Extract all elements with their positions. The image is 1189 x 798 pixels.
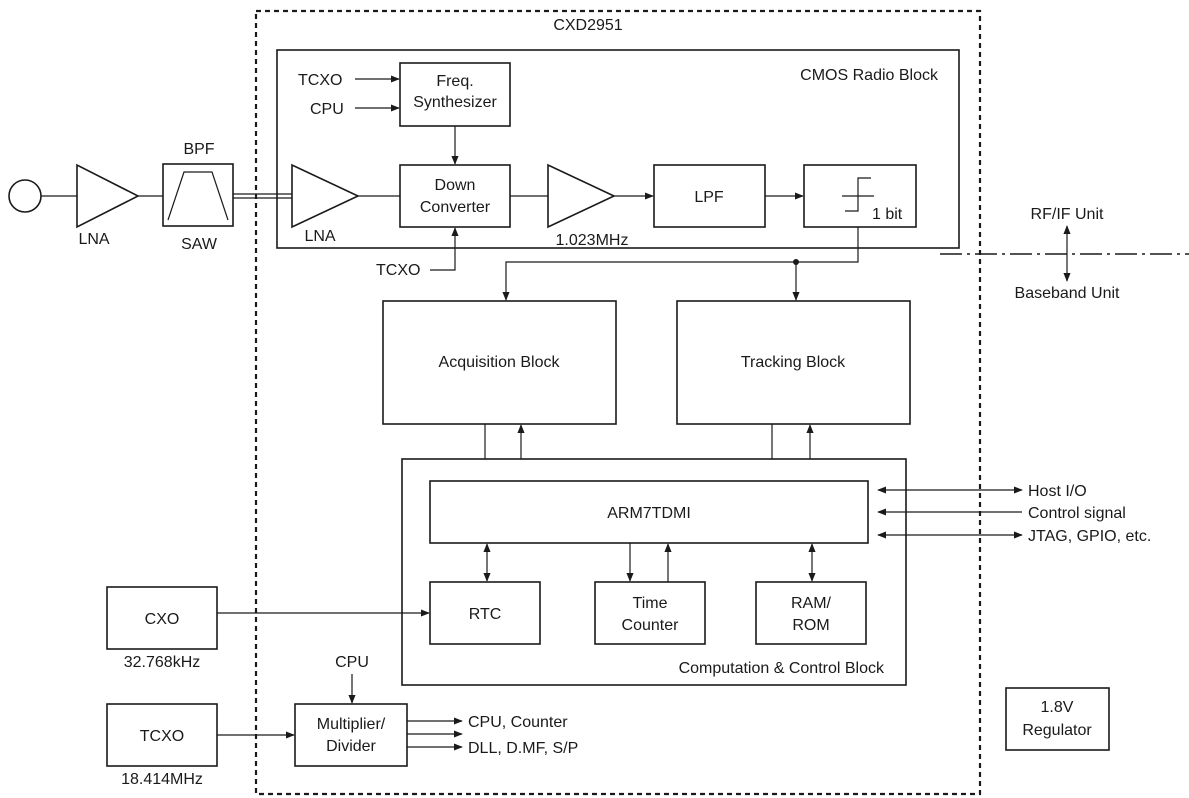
arm-label: ARM7TDMI bbox=[607, 505, 691, 522]
bandpass-icon bbox=[167, 171, 229, 221]
host-io-label: Host I/O bbox=[1028, 483, 1087, 500]
rf-if-unit-label: RF/IF Unit bbox=[1031, 206, 1104, 223]
down-line2: Converter bbox=[420, 199, 491, 216]
multiplier-divider bbox=[294, 703, 408, 767]
cpu-clock-label: CPU bbox=[335, 654, 369, 671]
comparator-icon bbox=[842, 177, 874, 212]
lna-internal-label: LNA bbox=[304, 228, 335, 245]
arrow-adc-acquisition bbox=[502, 227, 859, 301]
time-line2: Counter bbox=[622, 617, 680, 634]
arm-core bbox=[429, 480, 869, 544]
lna-external bbox=[76, 163, 140, 229]
tracking-block bbox=[676, 300, 911, 425]
cpu-input-label: CPU bbox=[310, 101, 344, 118]
saw-label: SAW bbox=[181, 236, 218, 253]
antenna-icon bbox=[8, 179, 42, 213]
mult-line2: Divider bbox=[326, 738, 376, 755]
ram-rom-block bbox=[755, 581, 867, 645]
rtc-label: RTC bbox=[469, 606, 502, 623]
if-amplifier bbox=[547, 163, 616, 229]
tcxo-input-label: TCXO bbox=[298, 72, 342, 89]
jtag-label: JTAG, GPIO, etc. bbox=[1028, 528, 1151, 545]
lna-external-label: LNA bbox=[78, 231, 109, 248]
adc-label: 1 bit bbox=[872, 206, 903, 223]
cmos-radio-title: CMOS Radio Block bbox=[800, 67, 939, 84]
mult-line1: Multiplier/ bbox=[317, 716, 386, 733]
if-freq-label: 1.023MHz bbox=[556, 232, 629, 249]
junction-dot bbox=[793, 259, 799, 265]
cxo-freq-label: 32.768kHz bbox=[124, 654, 201, 671]
tcxo-label: TCXO bbox=[140, 728, 184, 745]
ram-line1: RAM/ bbox=[791, 595, 832, 612]
down-converter bbox=[399, 164, 511, 228]
out-cpu-label: CPU, Counter bbox=[468, 714, 568, 731]
rtc-block bbox=[429, 581, 541, 645]
bpf-label: BPF bbox=[183, 141, 214, 158]
regulator-block bbox=[1005, 687, 1110, 751]
tcxo-block bbox=[106, 703, 218, 767]
out-dll-label: DLL, D.MF, S/P bbox=[468, 740, 578, 757]
time-counter-block bbox=[594, 581, 706, 645]
time-line1: Time bbox=[633, 595, 668, 612]
tcxo-freq-label: 18.414MHz bbox=[121, 771, 203, 788]
lpf-label: LPF bbox=[694, 189, 724, 206]
tracking-label: Tracking Block bbox=[741, 354, 846, 371]
freq-synthesizer bbox=[399, 62, 511, 127]
synth-line1: Freq. bbox=[436, 73, 473, 90]
acquisition-label: Acquisition Block bbox=[439, 354, 561, 371]
baseband-unit-label: Baseband Unit bbox=[1015, 285, 1121, 302]
cxo-block bbox=[106, 586, 218, 650]
chip-name: CXD2951 bbox=[553, 17, 622, 34]
synth-line2: Synthesizer bbox=[413, 94, 497, 111]
lna-internal bbox=[291, 163, 360, 229]
tcxo-bottom-label: TCXO bbox=[376, 262, 420, 279]
down-line1: Down bbox=[435, 177, 476, 194]
regulator-line2: Regulator bbox=[1022, 722, 1092, 739]
control-signal-label: Control signal bbox=[1028, 505, 1126, 522]
computation-title: Computation & Control Block bbox=[679, 660, 885, 677]
regulator-line1: 1.8V bbox=[1041, 699, 1074, 716]
acquisition-block bbox=[382, 300, 617, 425]
ram-line2: ROM bbox=[792, 617, 829, 634]
chip-boundary bbox=[254, 9, 982, 796]
cxo-label: CXO bbox=[145, 611, 180, 628]
saw-filter bbox=[162, 163, 234, 227]
arrow-tcxo-down bbox=[430, 227, 459, 271]
